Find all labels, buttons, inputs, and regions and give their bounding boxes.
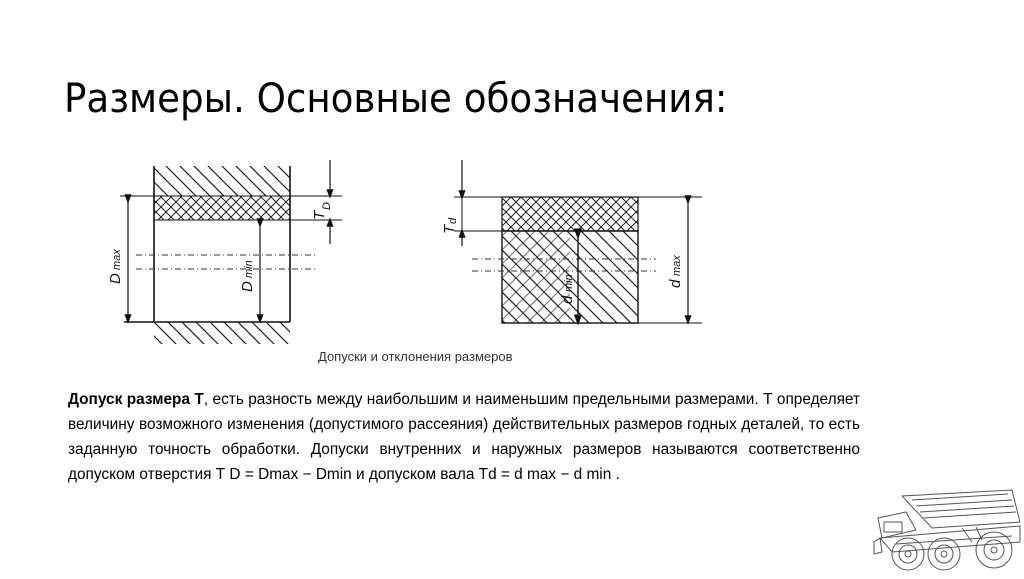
svg-text:min: min xyxy=(563,274,575,292)
dmin-label-hole: D min xyxy=(239,260,256,292)
td-label-shaft: T d xyxy=(441,217,459,234)
svg-text:T: T xyxy=(441,223,458,234)
dump-truck-icon xyxy=(872,482,1022,574)
tolerance-diagram-svg: D max D min T D xyxy=(107,160,702,344)
slide-title: Размеры. Основные обозначения: xyxy=(64,76,728,122)
shaft-drawing xyxy=(454,160,702,326)
dmax-label-hole: D max xyxy=(107,249,124,284)
svg-text:T: T xyxy=(311,209,328,220)
svg-text:max: max xyxy=(671,255,683,276)
svg-text:d: d xyxy=(559,295,576,304)
figure-caption: Допуски и отклонения размеров xyxy=(318,349,513,364)
paragraph-text: , есть разность между наибольшим и наиме… xyxy=(68,391,861,483)
svg-text:max: max xyxy=(111,249,123,270)
td-label-hole: T D xyxy=(311,202,333,220)
paragraph-term: Допуск размера Т xyxy=(68,391,204,408)
svg-text:min: min xyxy=(243,260,255,278)
hole-drawing xyxy=(120,160,342,344)
dmax-label-shaft: d max xyxy=(667,255,684,288)
tolerance-paragraph: Допуск размера Т, есть разность между на… xyxy=(68,387,860,487)
dmin-label-shaft: d min xyxy=(559,274,576,304)
svg-text:d: d xyxy=(447,217,459,224)
svg-text:D: D xyxy=(239,281,256,292)
svg-text:D: D xyxy=(107,273,124,284)
svg-text:d: d xyxy=(667,279,684,288)
dump-truck-svg xyxy=(873,489,1021,571)
svg-text:D: D xyxy=(321,202,333,210)
tolerance-diagram: D max D min T D xyxy=(96,152,716,374)
